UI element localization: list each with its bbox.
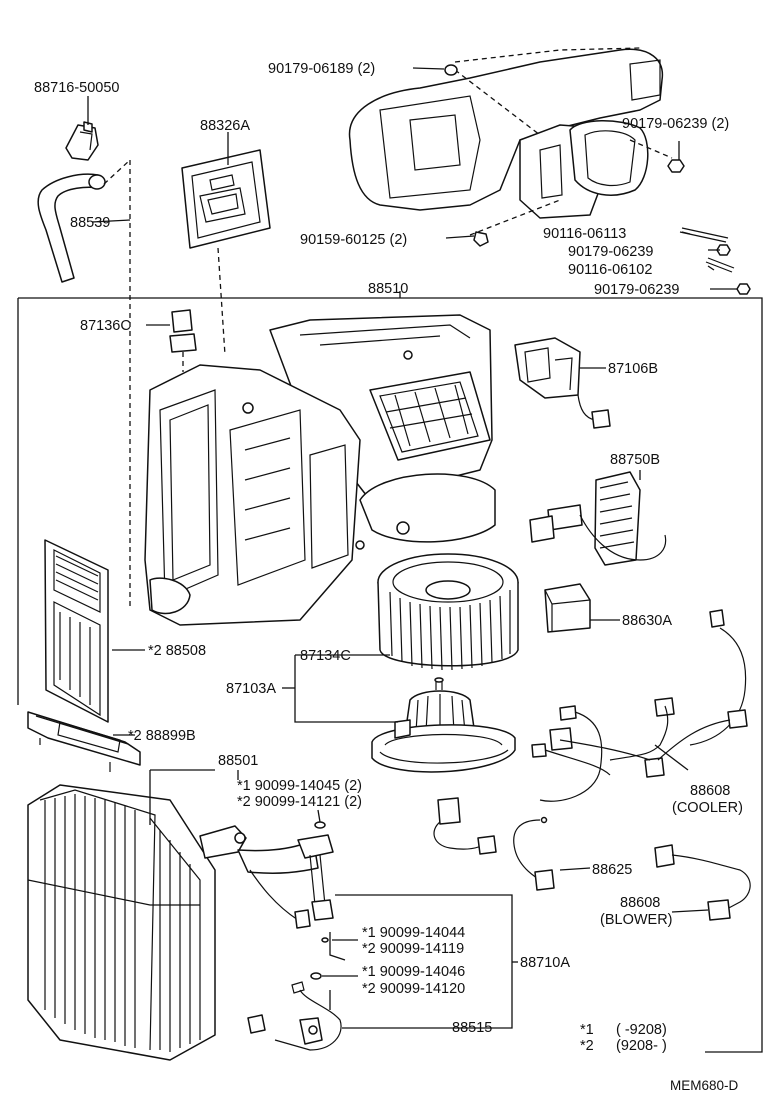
label-88608-cooler-sub: (COOLER) <box>672 800 743 816</box>
evaporator-88501 <box>27 770 216 1061</box>
label-88608-blower: 88608 <box>620 895 660 911</box>
label-90099-14044: *1 90099-14044 <box>362 925 465 941</box>
legend-row1-mark: *1 <box>580 1022 594 1038</box>
relay-87136c <box>169 309 197 372</box>
seal-88326a <box>181 149 271 356</box>
label-87103a: 87103A <box>226 681 276 697</box>
label-90179-06189: 90179-06189 (2) <box>268 61 375 77</box>
upper-duct-assembly <box>348 47 673 236</box>
cover-88899b <box>27 711 141 772</box>
legend: *1 ( -9208) *2 (9208- ) <box>580 1022 667 1054</box>
clip-88716 <box>65 121 99 161</box>
label-88899b: *2 88899B <box>128 728 196 744</box>
label-88625: 88625 <box>592 862 632 878</box>
diagram-id: MEM680-D <box>670 1078 739 1093</box>
legend-row2-range: (9208- ) <box>616 1038 667 1054</box>
label-90179-06239-2: 90179-06239 (2) <box>622 116 729 132</box>
expansion-valve-88515 <box>199 821 342 1051</box>
label-90116-06102: 90116-06102 <box>568 262 652 278</box>
label-90179-06239-a: 90179-06239 <box>568 244 653 260</box>
label-90116-06113: 90116-06113 <box>543 226 626 242</box>
label-90099-14121: *2 90099-14121 (2) <box>237 794 362 810</box>
label-90099-14046: *1 90099-14046 <box>362 964 465 980</box>
label-90099-14045: *1 90099-14045 (2) <box>237 778 362 794</box>
harness-88608-blower <box>654 844 751 921</box>
sensor-88625 <box>433 797 591 891</box>
label-88608-cooler: 88608 <box>690 783 730 799</box>
harness-88608-cooler <box>531 609 748 802</box>
leader-lines <box>87 67 738 1029</box>
label-90179-06239-b: 90179-06239 <box>594 282 679 298</box>
label-87106b: 87106B <box>608 361 658 377</box>
assembly-frame <box>18 297 763 1053</box>
label-88326a: 88326A <box>200 118 250 134</box>
legend-row2-mark: *2 <box>580 1038 594 1054</box>
label-87136c: 87136C <box>80 318 131 334</box>
label-88508: *2 88508 <box>148 643 206 659</box>
label-90099-14120: *2 90099-14120 <box>362 981 465 997</box>
label-88608-blower-sub: (BLOWER) <box>600 912 673 928</box>
relay-88630a <box>544 583 591 633</box>
label-88510: 88510 <box>368 281 408 297</box>
label-88716-50050: 88716-50050 <box>34 80 119 96</box>
label-88515: 88515 <box>452 1020 492 1036</box>
legend-row1-range: ( -9208) <box>616 1022 667 1038</box>
label-88750b: 88750B <box>610 452 660 468</box>
filter-88508 <box>44 539 109 723</box>
label-88630a: 88630A <box>622 613 672 629</box>
blower-motor-87103a <box>371 677 516 773</box>
label-88710a: 88710A <box>520 955 570 971</box>
label-90099-14119: *2 90099-14119 <box>362 941 464 957</box>
drain-hose-88539 <box>37 159 131 610</box>
label-88501: 88501 <box>218 753 258 769</box>
resistor-87106b <box>514 337 611 429</box>
blower-fan-87134c <box>377 553 519 671</box>
part-labels: 88716-50050 88539 88326A 90179-06189 (2)… <box>34 61 743 1036</box>
amplifier-88750b <box>529 471 667 566</box>
label-88539: 88539 <box>70 215 110 231</box>
label-87134c: 87134C <box>300 648 351 664</box>
main-case <box>144 314 496 626</box>
label-90159-60125: 90159-60125 (2) <box>300 232 407 248</box>
